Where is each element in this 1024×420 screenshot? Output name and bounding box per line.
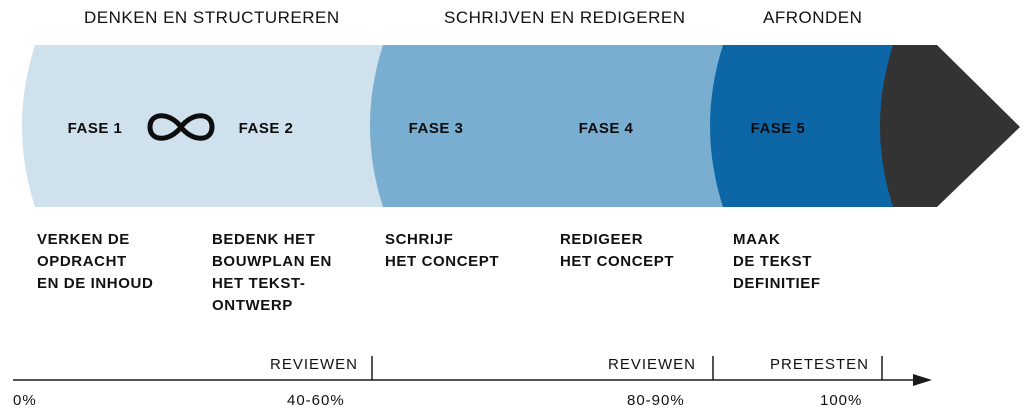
phase-3-label: FASE 3 xyxy=(409,120,464,137)
phase-2-label: FASE 2 xyxy=(239,120,294,137)
phase-5-description: MAAK DE TEKST DEFINITIEF xyxy=(733,231,821,292)
arrow-tip xyxy=(872,45,1020,207)
timeline-pct-0: 0% xyxy=(13,392,37,409)
phase-arrow: FASE 1 FASE 2 FASE 3 FASE 4 FASE 5 xyxy=(22,44,1020,208)
phase-4-segment xyxy=(532,45,723,207)
infinity-icon xyxy=(147,113,215,141)
phase-1-label: FASE 1 xyxy=(68,120,123,137)
timeline-label-reviewen-1: REVIEWEN xyxy=(270,356,359,373)
phase-5-label: FASE 5 xyxy=(751,120,806,137)
timeline-pct-80-90: 80-90% xyxy=(627,392,685,409)
timeline-label-reviewen-2: REVIEWEN xyxy=(608,356,697,373)
phase-2-segment xyxy=(192,45,383,207)
phase-3-description: SCHRIJF HET CONCEPT xyxy=(385,231,500,270)
timeline-label-pretesten: PRETESTEN xyxy=(770,356,870,373)
group-afronden: AFRONDEN xyxy=(763,8,863,27)
phase-4-description: REDIGEER HET CONCEPT xyxy=(560,231,675,270)
phase-1-description: VERKEN DE OPDRACHT EN DE INHOUD xyxy=(37,231,154,292)
phase-2-description: BEDENK HET BOUWPLAN EN HET TEKST- ONTWER… xyxy=(212,231,332,314)
group-schrijven: SCHRIJVEN EN REDIGEREN xyxy=(444,8,686,27)
timeline-pct-100: 100% xyxy=(820,392,863,409)
timeline-pct-40-60: 40-60% xyxy=(287,392,345,409)
phase-1-segment xyxy=(22,45,213,207)
group-denken: DENKEN EN STRUCTUREREN xyxy=(84,8,340,27)
phase-5-segment xyxy=(702,45,893,207)
phase-4-label: FASE 4 xyxy=(579,120,634,137)
phase-3-segment xyxy=(362,45,553,207)
timeline-arrowhead xyxy=(913,374,932,386)
